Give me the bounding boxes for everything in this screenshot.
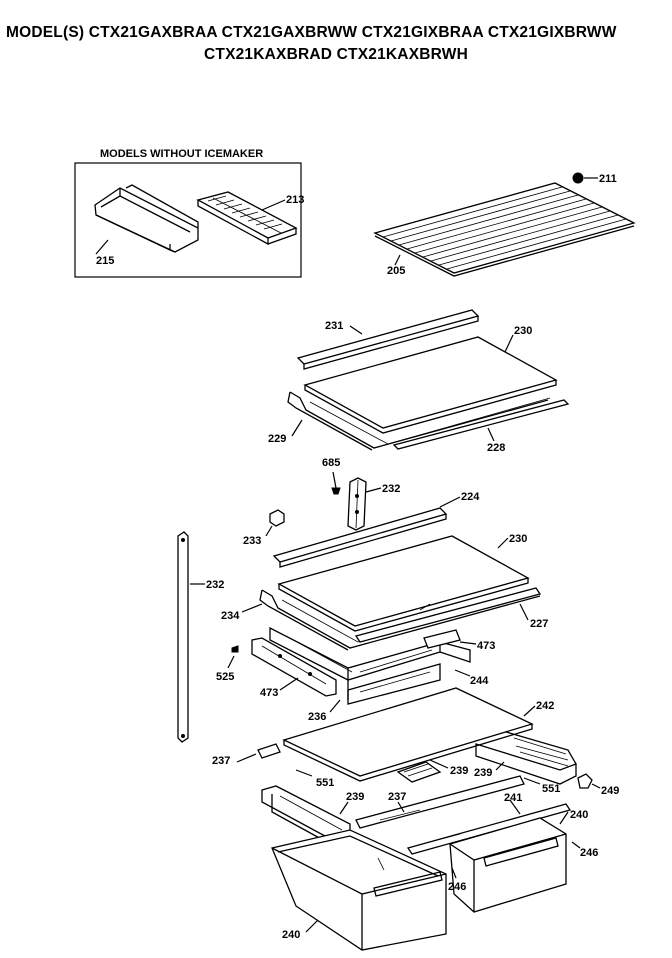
callout-551-right: 551 (542, 783, 560, 795)
callout-246-center: 246 (448, 881, 466, 893)
callout-239-right: 239 (474, 767, 492, 779)
callout-215: 215 (96, 255, 114, 267)
part-685-screw (331, 471, 341, 495)
callout-473-left: 473 (260, 687, 278, 699)
callout-211: 211 (599, 173, 617, 185)
part-237-center-rail (355, 775, 525, 829)
callout-246-right: 246 (580, 847, 598, 859)
callout-205: 205 (387, 265, 405, 277)
callout-227: 227 (530, 618, 548, 630)
callout-244: 244 (470, 675, 489, 687)
part-237-left-clip (257, 743, 281, 759)
callout-551-left: 551 (316, 777, 334, 789)
inset-frame (74, 162, 302, 278)
part-249-stop (577, 773, 601, 789)
callout-525: 525 (216, 671, 234, 683)
part-215-ice-bin (94, 184, 199, 253)
part-229-frame (289, 391, 549, 449)
model-header-line1: MODEL(S) CTX21GAXBRAA CTX21GAXBRWW CTX21… (6, 24, 617, 41)
callout-240-left: 240 (282, 929, 300, 941)
part-473-right-bracket (423, 629, 461, 649)
callout-233: 233 (243, 535, 261, 547)
icemaker-inset: MODELS WITHOUT ICEMAKER 213 215 (74, 148, 304, 278)
callout-237-left: 237 (212, 755, 230, 767)
callout-234: 234 (221, 610, 240, 622)
callout-224: 224 (461, 491, 480, 503)
part-213-ice-tray (196, 191, 298, 246)
part-551-left-screw (295, 769, 313, 777)
part-227-rail (354, 587, 542, 643)
callout-685: 685 (322, 457, 340, 469)
callout-236: 236 (308, 711, 326, 723)
callout-239-middle: 239 (450, 765, 468, 777)
callout-231: 231 (325, 320, 343, 332)
callout-249: 249 (601, 785, 619, 797)
part-205-wire-shelf (373, 182, 636, 277)
callout-228: 228 (487, 442, 505, 454)
part-232-center-bracket (347, 477, 367, 531)
part-211-clip (572, 172, 598, 184)
part-241-rail (406, 803, 572, 855)
part-239-right-rail (475, 731, 577, 785)
part-551-right-screw (523, 777, 541, 785)
callout-230-upper: 230 (514, 325, 532, 337)
part-233-clip (269, 509, 285, 527)
part-525-screw (231, 645, 239, 653)
callout-237-center: 237 (388, 791, 406, 803)
part-473-left-bracket (251, 637, 337, 697)
model-header-line2: CTX21KAXBRAD CTX21KAXBRWH (204, 46, 468, 63)
callout-232-side: 232 (206, 579, 224, 591)
part-244-support (269, 626, 471, 705)
part-228-rail (392, 399, 570, 450)
callout-239-left: 239 (346, 791, 364, 803)
callout-242: 242 (536, 700, 554, 712)
part-240-left-drawer (271, 829, 447, 951)
upper-shelf-assembly (287, 309, 570, 451)
callout-230-middle: 230 (509, 533, 527, 545)
callout-232-center: 232 (382, 483, 400, 495)
part-232-side-rail (177, 531, 189, 743)
inset-title: MODELS WITHOUT ICEMAKER (100, 148, 263, 160)
part-234-frame (261, 589, 541, 649)
callout-473-right: 473 (477, 640, 495, 652)
part-240-right-drawer (449, 817, 567, 913)
callout-213: 213 (286, 194, 304, 206)
callout-229: 229 (268, 433, 286, 445)
callout-241: 241 (504, 792, 522, 804)
callout-240-right: 240 (570, 809, 588, 821)
